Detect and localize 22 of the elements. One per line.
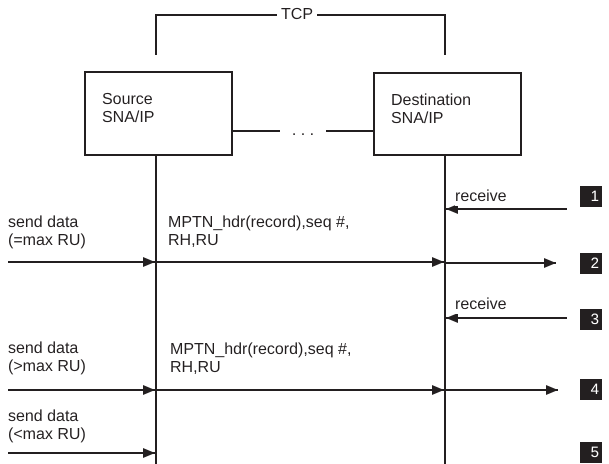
arrow <box>157 257 444 267</box>
arrow <box>446 385 558 395</box>
arrow <box>446 204 567 214</box>
arrow <box>157 385 444 395</box>
edge-label: receive <box>455 296 507 314</box>
box-label: Destination SNA/IP <box>391 92 472 128</box>
arrow <box>8 385 155 395</box>
edge-label: receive <box>455 188 507 206</box>
callout-number: 4 <box>580 379 602 400</box>
callout-number: 3 <box>580 309 602 330</box>
lifeline <box>155 156 157 464</box>
callout-number: 2 <box>580 253 602 274</box>
process-box <box>84 71 233 156</box>
arrow <box>8 257 155 267</box>
callout-number: 5 <box>580 442 602 463</box>
lifeline <box>444 156 446 464</box>
arrow <box>8 448 155 458</box>
process-box <box>373 72 522 156</box>
callout-number: 1 <box>580 186 602 207</box>
arrow <box>446 313 567 323</box>
box-label: Source SNA/IP <box>102 91 156 127</box>
arrow <box>446 258 556 268</box>
